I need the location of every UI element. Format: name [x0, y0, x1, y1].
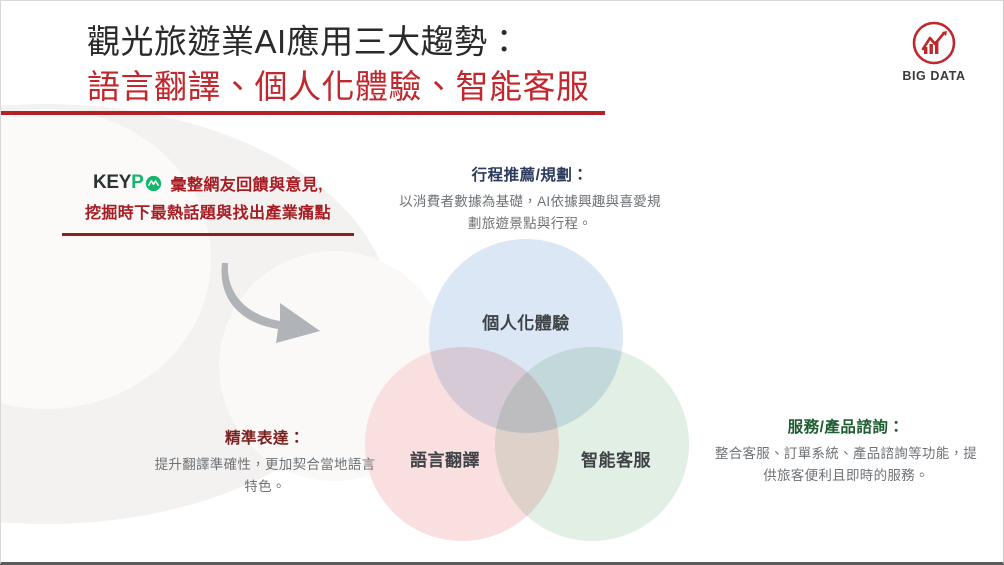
callout-itinerary: 行程推薦/規劃： 以消費者數據為基礎，AI依據興趣與喜愛規劃旅遊景點與行程。	[394, 163, 666, 235]
venn-label-chatbot: 智能客服	[581, 451, 651, 470]
callout-service-heading: 服務/產品諮詢：	[787, 419, 905, 436]
callout-service: 服務/產品諮詢： 整合客服、訂單系統、產品諮詢等功能，提供旅客便利且即時的服務。	[713, 415, 979, 487]
brand-logo-text: BIG DATA	[902, 69, 966, 83]
keypo-tagline-line-1: 彙整網友回饋與意見,	[170, 177, 323, 194]
venn-diagram: 個人化體驗 語言翻譯 智能客服	[361, 239, 701, 549]
keypo-tagline-line-2: 挖掘時下最熱話題與找出產業痛點	[84, 205, 331, 222]
callout-precision: 精準表達： 提升翻譯準確性，更加契合當地語言特色。	[151, 426, 379, 498]
title-underline-rule	[1, 111, 605, 115]
venn-label-translation: 語言翻譯	[410, 451, 480, 470]
callout-precision-heading: 精準表達：	[224, 430, 305, 447]
keypo-wordmark: KEY P	[93, 172, 162, 194]
callout-service-body: 整合客服、訂單系統、產品諮詢等功能，提供旅客便利且即時的服務。	[714, 446, 978, 483]
venn-circle-chatbot	[495, 347, 689, 541]
curved-arrow-down-right-icon	[221, 263, 320, 343]
chart-mountain-circle-icon	[912, 21, 956, 65]
keypo-brand-row: KEY P 彙整網友回饋與意見,	[53, 171, 363, 195]
keypo-underline-rule	[62, 233, 354, 236]
callout-precision-body: 提升翻譯準確性，更加契合當地語言特色。	[154, 457, 376, 494]
callout-itinerary-body: 以消費者數據為基礎，AI依據興趣與喜愛規劃旅遊景點與行程。	[399, 194, 661, 231]
keypo-callout: KEY P 彙整網友回饋與意見, 挖掘時下最熱話題與找出產業痛點	[53, 171, 363, 236]
keypo-wordmark-key: KEY	[93, 172, 132, 193]
keypo-wordmark-p: P	[131, 172, 144, 193]
page-title-line-1: 觀光旅遊業AI應用三大趨勢：	[87, 23, 522, 60]
venn-label-personalized: 個人化體驗	[482, 314, 570, 333]
keypo-wave-circle-icon	[145, 175, 161, 191]
page-title-line-2: 語言翻譯、個人化體驗、智能客服	[87, 68, 590, 105]
callout-itinerary-heading: 行程推薦/規劃：	[471, 167, 589, 184]
brand-logo: BIG DATA	[895, 19, 973, 83]
